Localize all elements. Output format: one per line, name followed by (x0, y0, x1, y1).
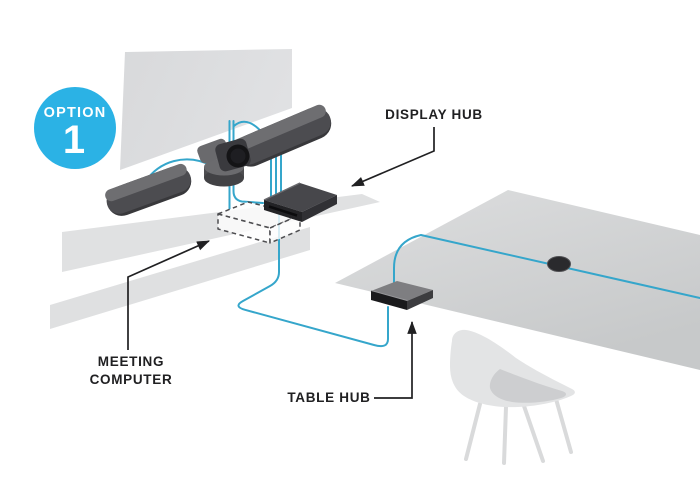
camera-to-displayhub-cable (232, 120, 264, 204)
meeting-computer-label-line1: MEETING (98, 354, 164, 369)
display (120, 49, 292, 170)
table-hub-label: TABLE HUB (287, 390, 370, 405)
display-hub-top (264, 183, 337, 212)
display-hub-label: DISPLAY HUB (385, 107, 483, 122)
meeting-computer (217, 201, 301, 244)
chair (450, 329, 575, 465)
chair-leg (502, 405, 508, 465)
cable-grommet (547, 256, 571, 272)
right-speaker (232, 104, 332, 167)
meeting-computer-label-line2: COMPUTER (90, 372, 173, 387)
chair-leg (522, 404, 545, 463)
camera (197, 138, 251, 187)
table-hub (370, 281, 433, 310)
computer-to-table-hub-cable (237, 211, 389, 348)
display-hub (263, 182, 337, 222)
left-speaker (105, 163, 192, 216)
conference-table (335, 190, 700, 370)
chair-leg (554, 397, 573, 454)
cables (145, 120, 700, 348)
option-badge-circle (34, 87, 116, 169)
table-hub-top (371, 281, 433, 301)
chair-leg (464, 402, 482, 461)
display-hub-top-edge (263, 182, 301, 201)
table-hub-to-table-cable (393, 234, 700, 299)
meeting-computer-leader-line (127, 240, 210, 350)
option-badge: OPTION 1 (34, 87, 116, 169)
callout-meeting-computer: MEETING COMPUTER (90, 240, 210, 387)
credenza-front-ledge (50, 227, 310, 329)
display-hub-side (302, 195, 337, 222)
display-hub-leader-line (351, 127, 435, 187)
meeting-computer-side (269, 214, 301, 244)
chair-seat (489, 369, 567, 403)
table-hub-side (407, 290, 433, 310)
option-badge-number: 1 (63, 118, 85, 162)
option-badge-word: OPTION (44, 105, 107, 121)
display-hub-slot (268, 205, 298, 217)
camera-lens-ring (230, 148, 246, 164)
callout-table-hub: TABLE HUB (287, 320, 417, 405)
table-hub-leader-line (374, 320, 417, 399)
table-hub-front (371, 291, 407, 310)
callout-display-hub: DISPLAY HUB (351, 107, 483, 187)
meeting-computer-front (217, 213, 271, 244)
